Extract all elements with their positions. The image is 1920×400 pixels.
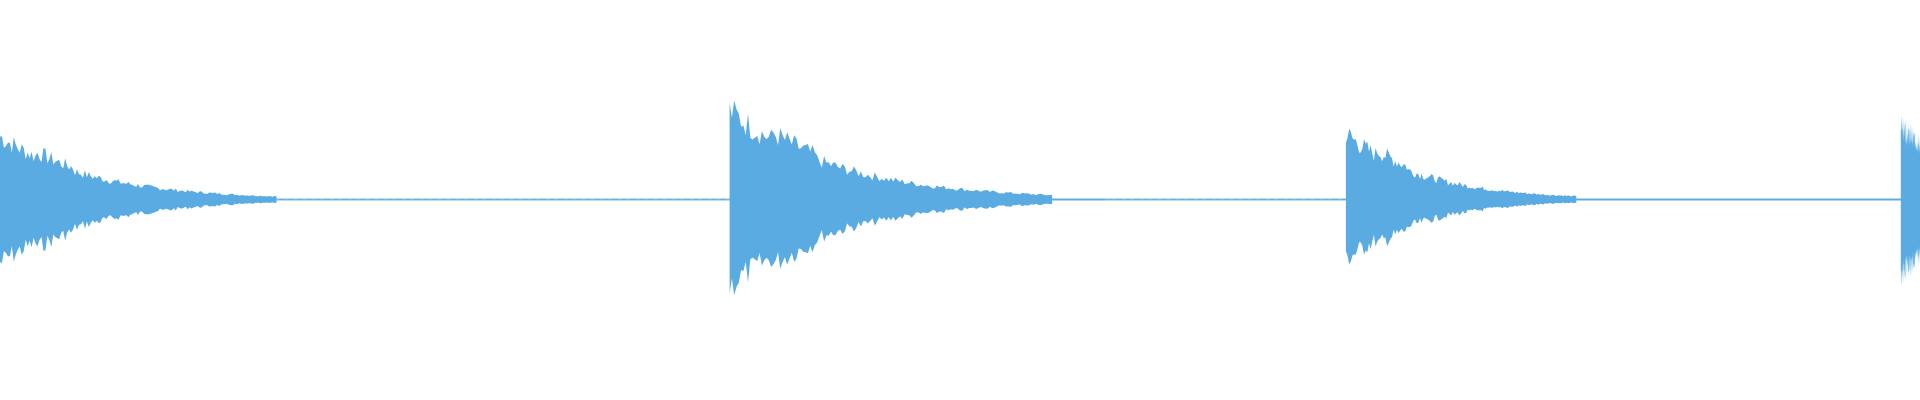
- waveform-tail-4: [1900, 198, 1920, 201]
- waveform-tail-1: [0, 198, 1106, 201]
- waveform-tail-2: [729, 198, 1920, 201]
- waveform-transient-2: [729, 100, 1053, 296]
- waveform-transient-3: [1345, 128, 1577, 265]
- waveform-tail-3: [1345, 198, 1920, 201]
- waveform-transients: [0, 100, 1920, 296]
